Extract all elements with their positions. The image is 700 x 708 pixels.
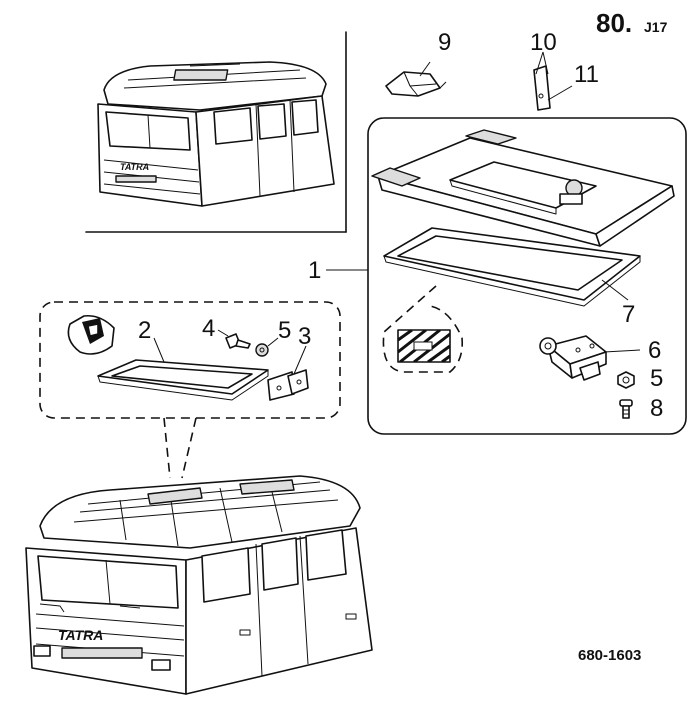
drawing-number: 680-1603 bbox=[578, 647, 641, 664]
part-8-bolt: 8 bbox=[619, 395, 663, 422]
callout-8: 8 bbox=[650, 395, 663, 422]
callout-5-left: 5 bbox=[278, 317, 291, 344]
callout-1-group: 1 bbox=[308, 257, 368, 284]
inset-frame bbox=[85, 31, 347, 233]
part-6-latch-housing: 6 bbox=[539, 335, 661, 381]
callout-10: 10 bbox=[530, 29, 557, 56]
callout-11: 11 bbox=[574, 61, 599, 88]
part-10-11-latch: 10 11 bbox=[530, 29, 599, 111]
callout-6: 6 bbox=[648, 337, 661, 364]
callout-4: 4 bbox=[202, 315, 215, 342]
callout-7: 7 bbox=[622, 301, 635, 328]
callout-1: 1 bbox=[308, 257, 321, 284]
assembly-frame bbox=[367, 117, 687, 435]
callout-3: 3 bbox=[298, 323, 311, 350]
leader-right bbox=[181, 417, 197, 479]
large-cab-illustration: TATRA bbox=[25, 475, 373, 695]
part-2-gasket: 2 bbox=[97, 317, 269, 401]
sheet-number-suffix: J17 bbox=[644, 19, 668, 35]
small-cab-illustration: TATRA bbox=[97, 61, 335, 207]
callout-2: 2 bbox=[138, 317, 151, 344]
roof-hatch-lid bbox=[371, 129, 675, 247]
part-9-hinge: 9 bbox=[385, 29, 451, 97]
exploded-detail-frame bbox=[39, 301, 341, 419]
large-cab-brand: TATRA bbox=[58, 627, 103, 643]
sheet-number: 80. J17 bbox=[596, 8, 668, 38]
callout-5-right: 5 bbox=[650, 365, 663, 392]
part-7-seal: 7 bbox=[383, 227, 641, 328]
sealant-detail bbox=[382, 285, 464, 373]
part-4-screw: 4 bbox=[202, 315, 251, 349]
small-cab-brand: TATRA bbox=[120, 162, 149, 172]
part-5-nut-right: 5 bbox=[617, 365, 663, 392]
leader-left bbox=[163, 417, 171, 479]
adhesive-symbol-icon bbox=[67, 314, 115, 355]
callout-9: 9 bbox=[438, 29, 451, 56]
part-3-clip: 3 bbox=[267, 323, 311, 401]
sheet-number-main: 80. bbox=[596, 8, 632, 38]
part-5-nut-left: 5 bbox=[255, 317, 291, 357]
